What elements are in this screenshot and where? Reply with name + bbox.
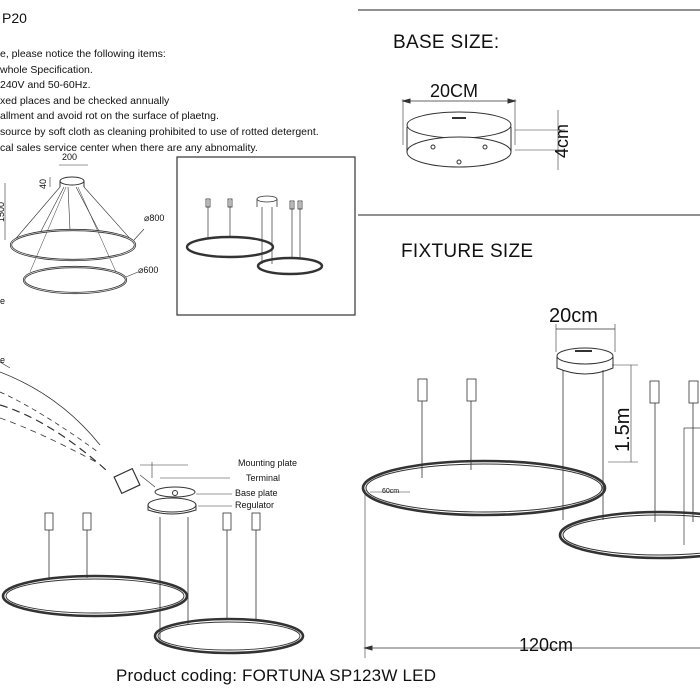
overview-dim-ring-small: ⌀600 [138,265,159,275]
base-plate-label: Base plate [235,488,278,498]
note-item: xed places and be checked annually [0,94,170,107]
overview-side-letter: e [0,296,6,306]
fixture-size-title: FIXTURE SIZE [401,241,534,262]
note-item: 240V and 50-60Hz. [0,79,91,92]
overview-dim-top: 200 [62,152,78,162]
fixture-small-ring-label: 60cm [382,488,400,495]
mounting-plate-label: Mounting plate [238,458,298,468]
base-height-label: 4cm [552,123,572,158]
product-box [176,156,356,316]
installation-drawing [0,361,305,655]
notes-list: e, please notice the following items: wh… [0,47,319,156]
model-number-fragment: P20 [2,10,27,26]
product-coding: Product coding: FORTUNA SP123W LED [116,666,437,685]
regulator-label: Regulator [235,500,275,510]
note-item: whole Specification. [0,63,93,76]
overview-dim-canopy: 40 [38,178,48,189]
base-size-title: BASE SIZE: [393,32,500,53]
fixture-canopy-width-label: 20cm [549,305,598,327]
overview-chandelier [4,164,145,295]
install-side-letter: e [0,355,6,365]
overview-dim-height: 1500 [0,201,6,222]
fixture-drawing [361,324,700,658]
fixture-total-width-label: 120cm [519,635,574,655]
overview-dim-ring-large: ⌀800 [144,213,165,223]
note-item: e, please notice the following items: [0,48,166,60]
note-item: cal sales service center when there are … [0,141,258,154]
terminal-label: Terminal [246,473,281,483]
note-item: source by soft cloth as cleaning prohibi… [0,125,319,138]
note-item: allment and avoid rot on the surface of … [0,110,219,123]
base-drawing [401,98,565,170]
base-width-label: 20CM [430,81,479,101]
fixture-drop-label: 1.5m [612,407,634,452]
